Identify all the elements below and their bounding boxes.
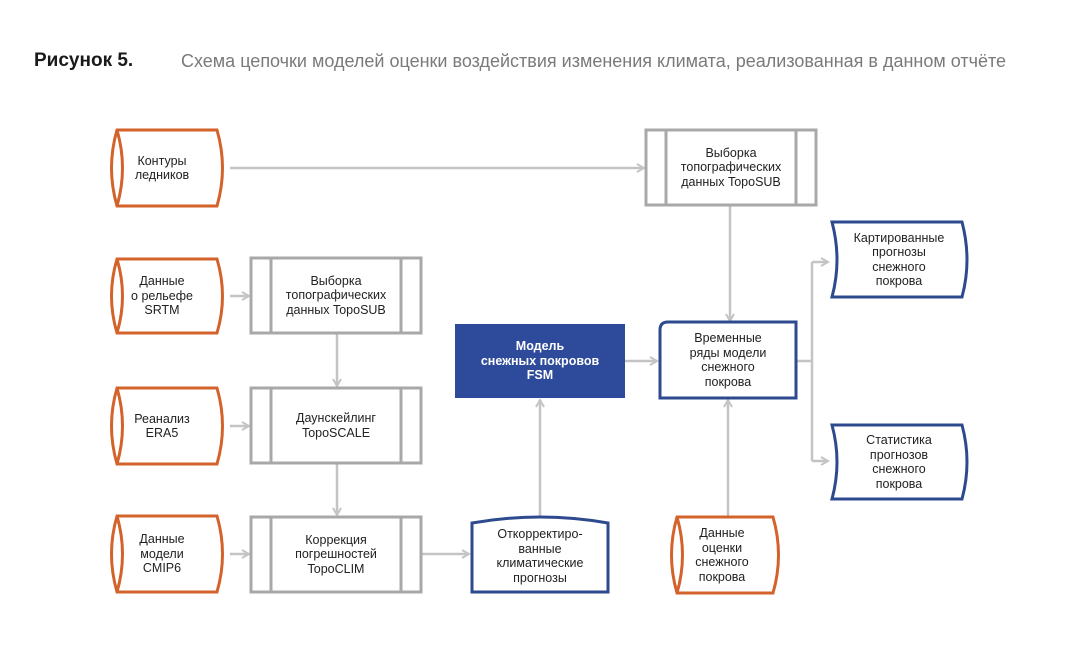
node-forecast-statistics: Статистика прогнозов снежного покрова [866, 433, 932, 491]
output-shapes [470, 220, 969, 594]
box-topoclim [249, 515, 423, 594]
node-toposub-top: Выборка топографических данных TopoSUB [680, 145, 782, 189]
node-era5: Реанализ ERA5 [134, 411, 190, 441]
node-topoclim: Коррекция погрешностей TopoCLIM [295, 532, 377, 576]
cylinder-snow-estimates [670, 515, 780, 595]
box-toposcale [249, 386, 423, 465]
node-fsm-model: Модель снежных покровов FSM [480, 339, 600, 383]
fsm-model-box [455, 324, 625, 398]
branch-timeseries-output [796, 262, 814, 461]
process-boxes [249, 128, 818, 594]
node-snow-estimates: Данные оценки снежного покрова [695, 526, 749, 584]
shape-forecast-statistics [830, 423, 969, 501]
node-cmip6: Данные модели CMIP6 [139, 532, 185, 576]
figure-caption: Схема цепочки моделей оценки воздействия… [181, 51, 1007, 71]
node-toposcale: Даунскейлинг TopoSCALE [296, 411, 376, 440]
shape-mapped-forecasts [830, 220, 969, 299]
node-glacier-contours: Контуры ледников [134, 153, 190, 183]
box-toposub-left [249, 256, 423, 335]
shape-corrected-forecasts [470, 515, 610, 594]
node-snow-timeseries: Временные ряды модели снежного покрова [689, 331, 767, 389]
cylinder-srtm [110, 257, 224, 335]
connectors [230, 168, 828, 554]
node-mapped-forecasts: Картированные прогнозы снежного покрова [853, 230, 945, 289]
node-srtm: Данные о рельефе SRTM [131, 274, 193, 318]
shape-snow-timeseries [658, 320, 798, 400]
cylinder-era5 [110, 386, 224, 466]
figure-label: Рисунок 5. [34, 50, 134, 71]
input-cylinders [110, 128, 780, 595]
box-toposub-top [644, 128, 818, 207]
cylinder-glacier-contours [110, 128, 224, 208]
node-corrected-forecasts: Откорректиро- ванные климатические прогн… [496, 527, 584, 585]
node-toposub-left: Выборка топографических данных TopoSUB [285, 273, 387, 317]
cylinder-cmip6 [110, 514, 224, 594]
